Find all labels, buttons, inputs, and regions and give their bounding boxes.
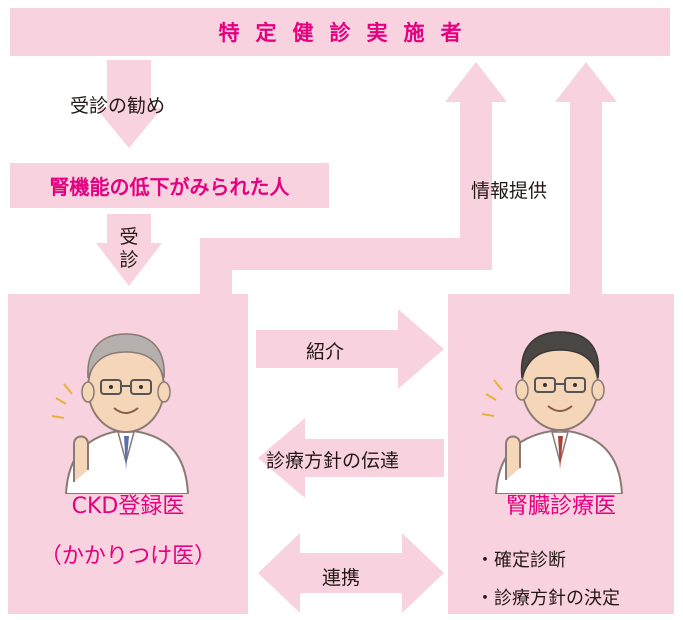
label-referral: 紹介: [306, 341, 345, 363]
left-panel-subtitle: （かかりつけ医）: [39, 544, 217, 569]
banner-examiner: 特定健診実施者: [10, 8, 670, 56]
target-box: 腎機能の低下がみられた人: [10, 163, 329, 208]
left-panel-title: CKD登録医: [71, 494, 185, 519]
right-panel-title: 腎臓診療医: [505, 494, 616, 519]
arrow-down-recommendation: [96, 60, 162, 148]
label-policy-transmission: 診療方針の伝達: [266, 450, 400, 472]
arrow-referral: [256, 309, 444, 389]
label-recommendation: 受診の勧め: [70, 95, 166, 117]
panel-nephrology-doctor: 腎臓診療医 ・確定診断 ・診療方針の決定: [448, 294, 674, 614]
label-visit: 受診: [119, 226, 139, 271]
doctor-illustration-right: [481, 331, 624, 494]
arrow-info-right: [555, 62, 617, 294]
panel-ckd-doctor: CKD登録医 （かかりつけ医）: [8, 294, 248, 614]
doctor-illustration-left: [51, 333, 190, 494]
label-cooperation: 連携: [322, 567, 361, 589]
right-panel-bullet-1: ・確定診断: [476, 550, 566, 571]
arrow-info-left: [200, 62, 507, 294]
arrow-policy: [258, 418, 444, 498]
arrow-down-visit: [96, 214, 162, 286]
target-label: 腎機能の低下がみられた人: [49, 175, 290, 199]
label-info-provision: 情報提供: [471, 180, 548, 202]
arrow-cooperation: [258, 533, 444, 613]
right-panel-bullet-2: ・診療方針の決定: [476, 588, 620, 609]
banner-title: 特定健診実施者: [218, 21, 478, 45]
